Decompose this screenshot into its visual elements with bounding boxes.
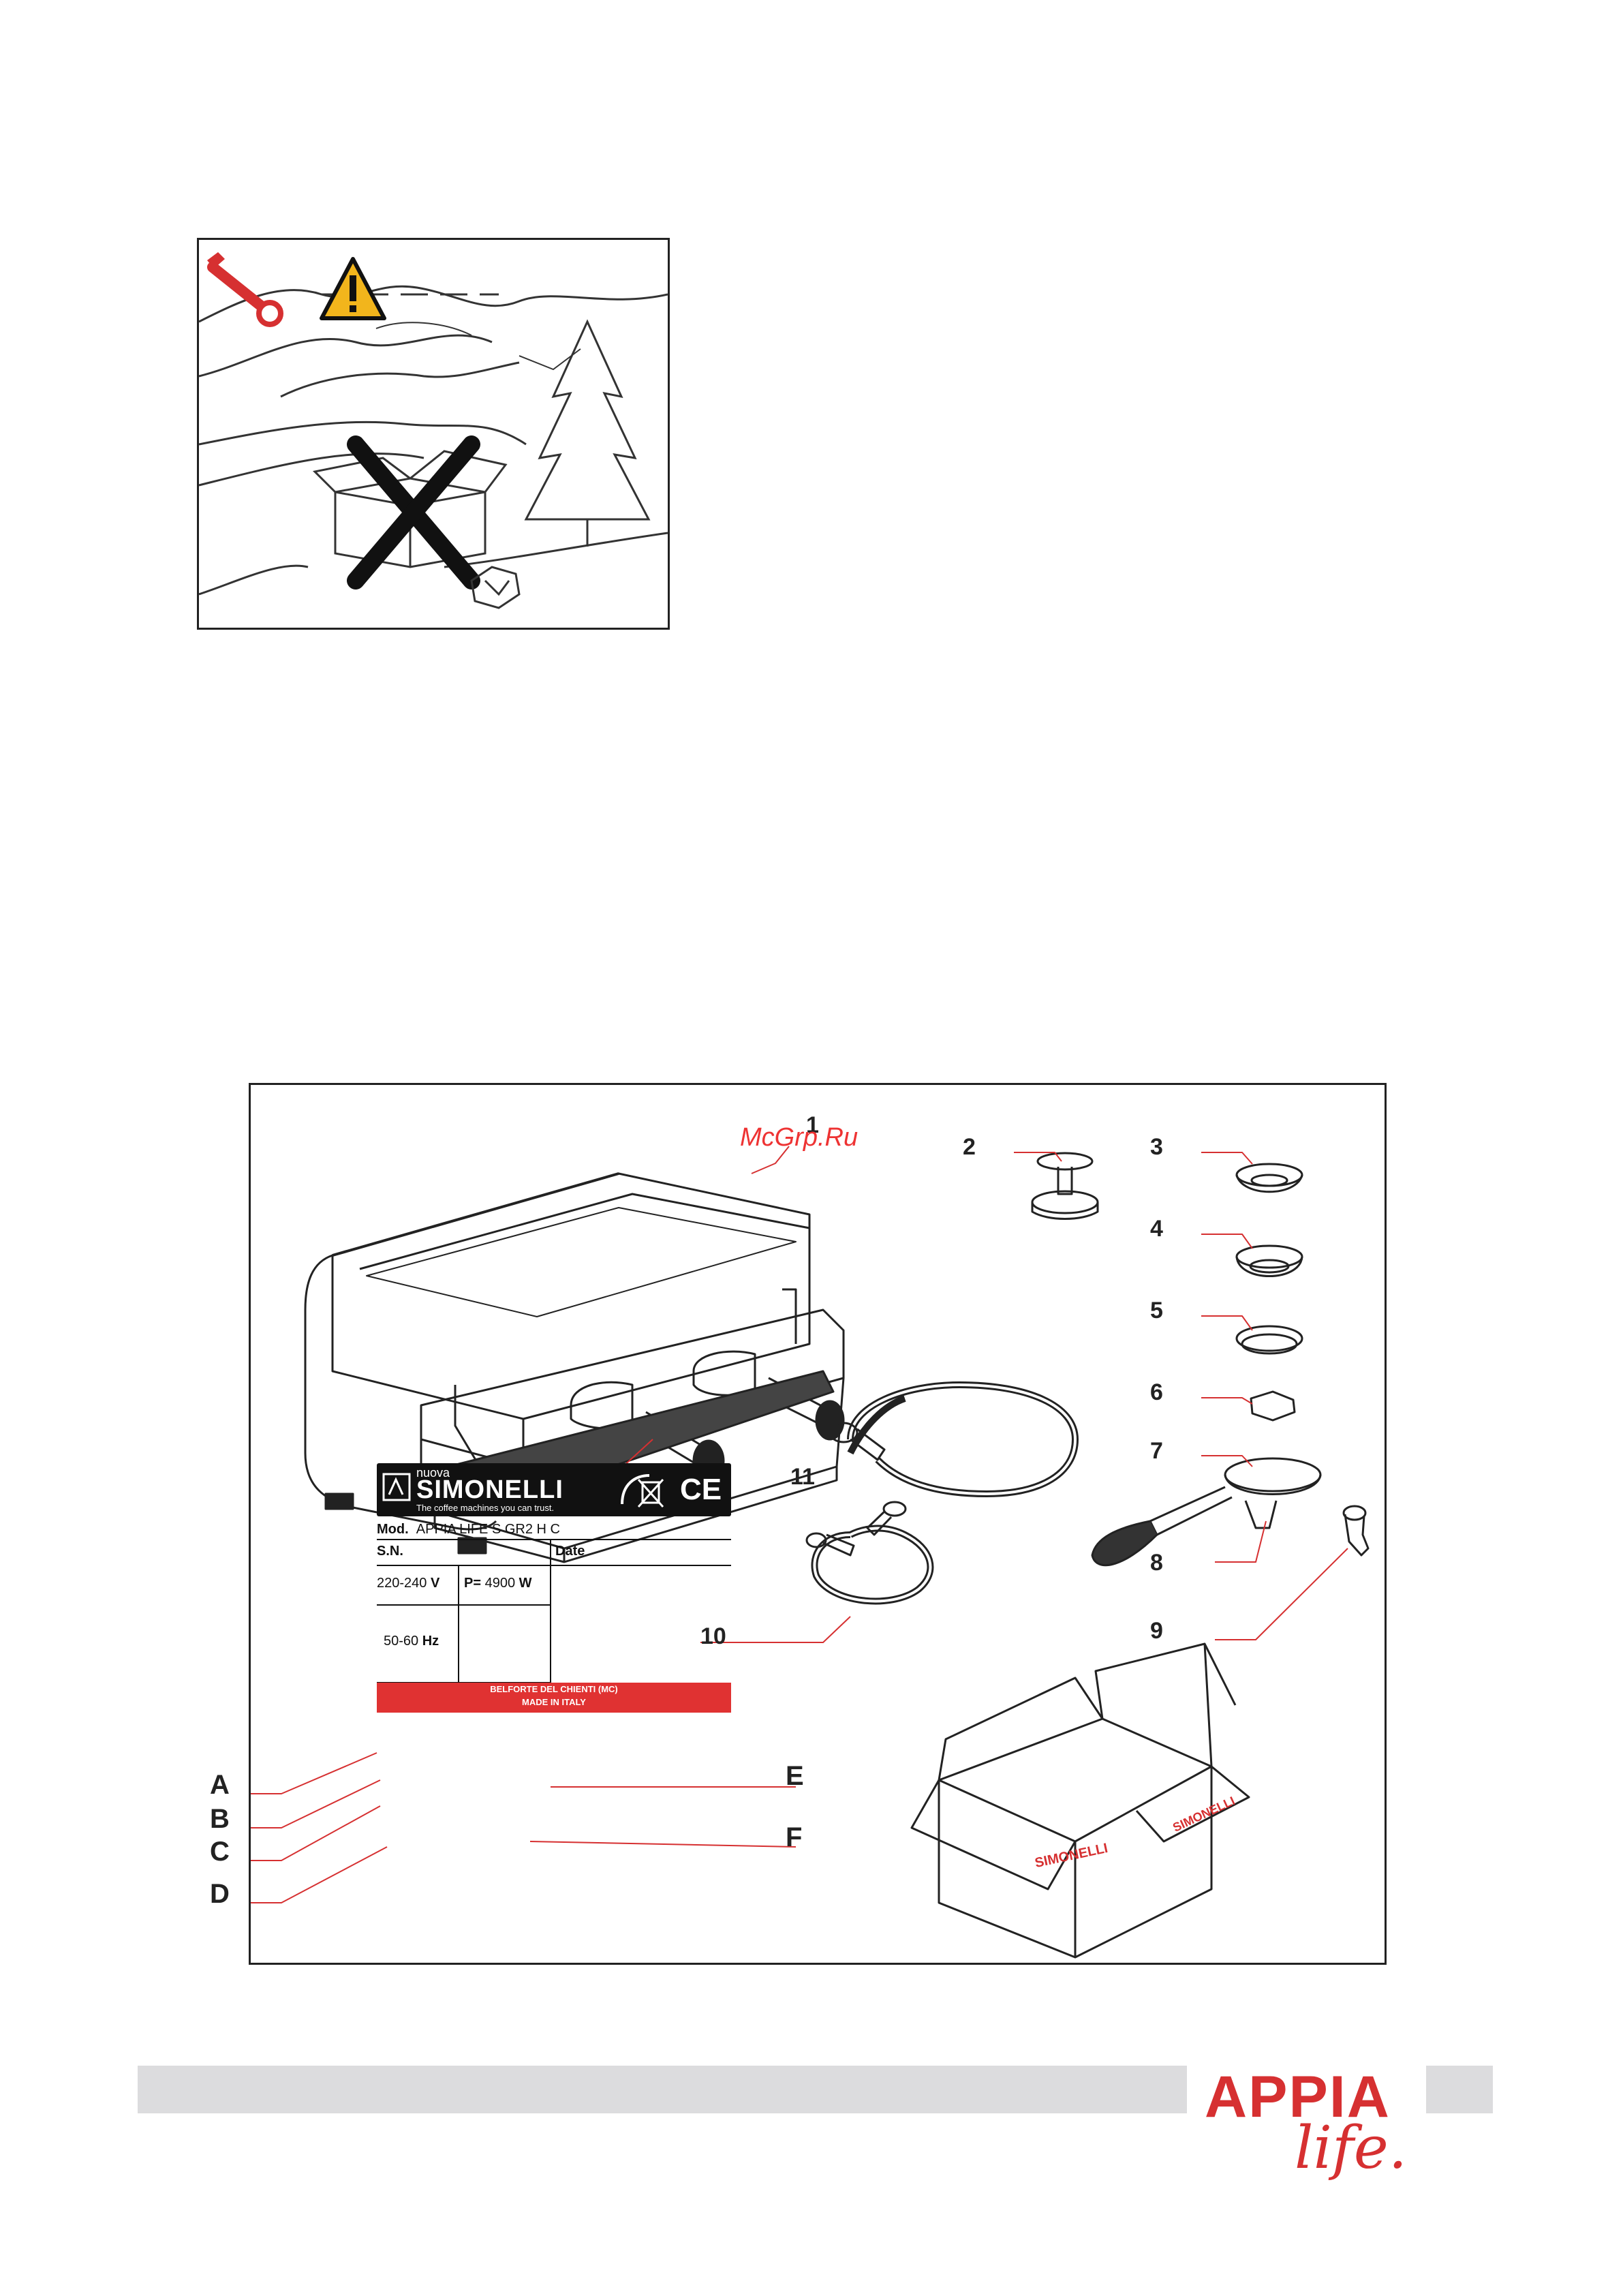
ce-mark: CE [680, 1473, 722, 1507]
sn-label: S.N. [377, 1544, 403, 1559]
watermark: McGrp.Ru [740, 1123, 858, 1152]
tree-icon [526, 322, 649, 547]
plate-grid [377, 1516, 731, 1683]
plate-logo: nuova SIMONELLI The coffee machines you … [377, 1463, 731, 1516]
plate-footer: BELFORTE DEL CHIENTI (MC) MADE IN ITALY [377, 1683, 731, 1713]
frequency: 50-60 Hz [384, 1634, 439, 1649]
letter-b: B [210, 1804, 230, 1835]
portafilter-icon [1092, 1458, 1320, 1565]
letter-c: C [210, 1837, 230, 1867]
callout-7: 7 [1150, 1438, 1163, 1465]
rock-icon [472, 567, 519, 608]
callout-5: 5 [1150, 1298, 1163, 1324]
gasket-icon [1251, 1392, 1295, 1420]
packaging-box-icon [912, 1644, 1249, 1957]
drain-hose-icon [830, 1385, 1075, 1494]
callout-8: 8 [1150, 1550, 1163, 1576]
disposal-warning-figure [197, 238, 670, 630]
voltage: 220-240 V [377, 1576, 439, 1591]
single-filter-basket-icon [1237, 1164, 1302, 1192]
plate-brand: SIMONELLI [416, 1475, 563, 1505]
simonelli-logo-icon [382, 1473, 411, 1501]
warning-icon [322, 259, 384, 318]
date-label: Date [555, 1544, 585, 1559]
plate-footer-origin: MADE IN ITALY [377, 1696, 731, 1709]
power: P= 4900 W [464, 1576, 532, 1591]
mod-value: APPIA LIFE S GR2 H C [416, 1522, 560, 1537]
spout-icon [1344, 1506, 1368, 1555]
footer-bar [138, 2066, 1187, 2113]
double-filter-basket-icon [1237, 1246, 1302, 1276]
landscape-illustration [199, 240, 668, 628]
letter-e: E [786, 1761, 804, 1792]
callout-4: 4 [1150, 1216, 1163, 1242]
callout-3: 3 [1150, 1134, 1163, 1161]
recycle-bin-icon [615, 1470, 670, 1510]
letter-f: F [786, 1822, 802, 1853]
callout-11: 11 [790, 1464, 815, 1490]
plate-footer-city: BELFORTE DEL CHIENTI (MC) [377, 1683, 731, 1696]
callout-6: 6 [1150, 1379, 1163, 1406]
letter-d: D [210, 1879, 230, 1910]
plate-leaders [251, 1753, 796, 1903]
filter-spring-icon [1237, 1326, 1302, 1353]
prohibited-x-icon [356, 444, 472, 581]
callout-2: 2 [963, 1134, 976, 1161]
brand-logo-life: life. [1295, 2114, 1407, 2182]
wrench-icon [207, 252, 281, 324]
footer-bar-right [1426, 2066, 1493, 2113]
callout-9: 9 [1150, 1618, 1163, 1644]
water-hose-icon [807, 1502, 930, 1601]
plate-mod-row: Mod. APPIA LIFE S GR2 H C [377, 1522, 560, 1537]
tamper-icon [1032, 1153, 1098, 1219]
letter-a: A [210, 1770, 230, 1801]
machine-parts-figure: 1 2 3 4 5 6 7 8 9 10 11 A B C D E F SIMO… [249, 1083, 1387, 1965]
plate-slogan: The coffee machines you can trust. [416, 1503, 554, 1513]
rating-plate: nuova SIMONELLI The coffee machines you … [377, 1463, 741, 1709]
mod-label: Mod. [377, 1522, 409, 1537]
